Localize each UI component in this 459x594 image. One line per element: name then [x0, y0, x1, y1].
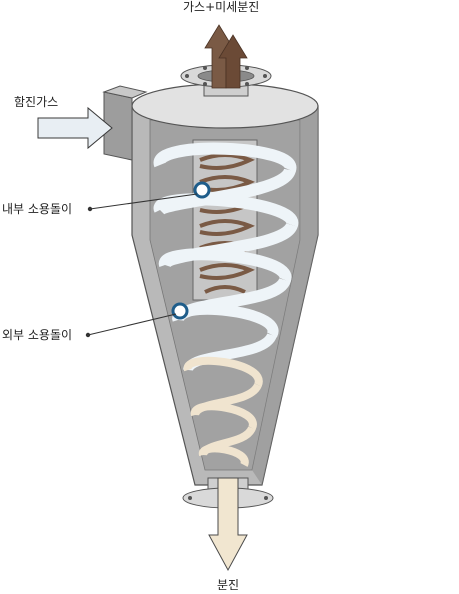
inlet-label: 함진가스: [14, 95, 59, 109]
inlet-arrow: [37, 106, 113, 150]
inlet-duct-top: [102, 85, 148, 99]
top-outlet-label: 가스+미세분진: [183, 0, 260, 14]
inner-vortex-leader: [89, 193, 198, 210]
outer-vortex-label: 외부 소용돌이: [2, 328, 73, 342]
dust-outlet-arrow: [208, 477, 248, 572]
outer-vortex-leader: [87, 313, 177, 336]
gas-outlet-arrow-2: [218, 34, 248, 89]
bottom-outlet-label: 분진: [217, 578, 240, 592]
inner-vortex-label: 내부 소용돌이: [2, 202, 73, 216]
body-shading: [252, 106, 318, 485]
dust-spiral: [183, 356, 263, 467]
outer-vortex-marker: [171, 302, 189, 320]
inner-vortex-marker: [193, 181, 211, 199]
outer-vortex-spiral: [153, 142, 298, 373]
